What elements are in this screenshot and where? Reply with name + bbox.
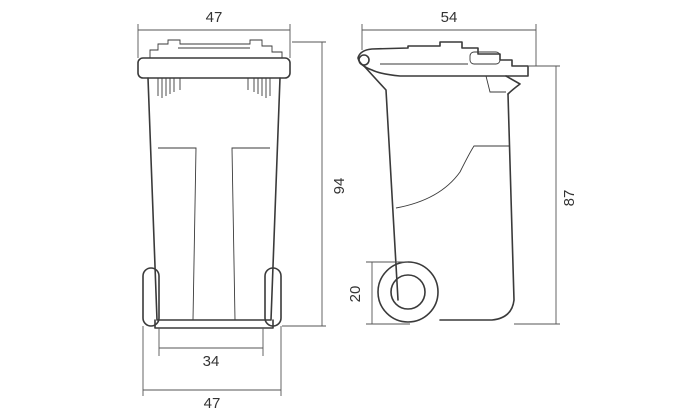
dim-side-top: 54 [361, 9, 537, 66]
dim-front-top: 47 [137, 9, 291, 58]
dim-front-base: 47 [142, 326, 282, 412]
side-lid [357, 41, 529, 77]
side-lid-hinge [358, 54, 370, 66]
dim-side-top-label: 54 [441, 9, 458, 26]
dim-side-height: 87 [514, 65, 578, 325]
side-wheel [377, 261, 439, 323]
dim-front-height: 94 [282, 41, 348, 327]
side-rear-handle [505, 75, 521, 95]
side-lid-handle [469, 51, 501, 65]
front-base [154, 319, 274, 329]
dim-wheel-track: 34 [158, 328, 264, 370]
front-view: 47 34 47 94 [137, 9, 348, 412]
side-body-back [439, 93, 515, 321]
dim-wheel-height: 20 [347, 261, 410, 325]
dim-front-top-label: 47 [206, 9, 223, 26]
dim-front-base-label: 47 [204, 395, 221, 412]
front-channel-right [231, 147, 270, 321]
side-recess [395, 145, 510, 209]
front-body [147, 77, 281, 321]
side-rear-handle-inner [485, 75, 506, 93]
front-channel-left [158, 147, 197, 321]
side-view: 54 87 20 [347, 9, 578, 325]
dim-wheel-track-label: 34 [203, 353, 220, 370]
dim-side-height-label: 87 [561, 190, 578, 207]
side-wheel-hub [390, 274, 426, 310]
front-lid-handle [149, 39, 283, 58]
front-wheel-left [142, 267, 160, 327]
front-lid [137, 57, 291, 79]
dim-front-height-label: 94 [331, 178, 348, 195]
side-body-front [363, 65, 399, 301]
dim-wheel-height-label: 20 [347, 286, 364, 303]
front-hinge-ribs [157, 78, 271, 98]
front-wheel-right [264, 267, 282, 327]
